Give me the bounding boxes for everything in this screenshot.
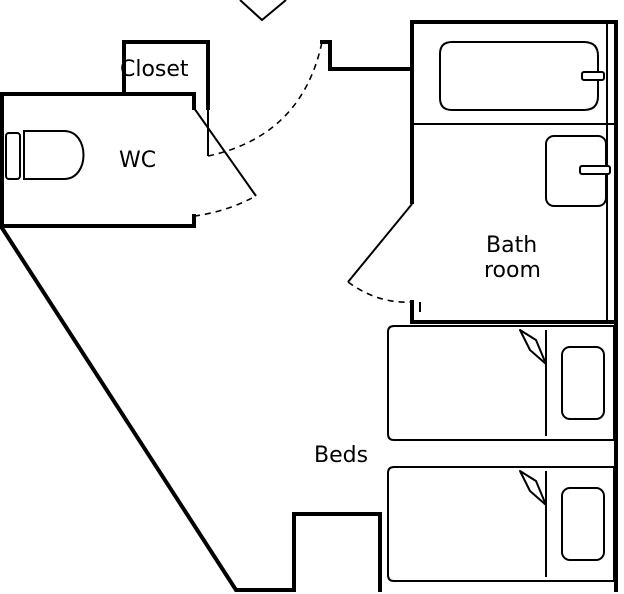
wc-wall bbox=[0, 92, 196, 228]
bath-door-leaf bbox=[347, 203, 413, 283]
pillow-icon bbox=[561, 346, 605, 420]
door-swing-icon bbox=[347, 281, 413, 303]
beds-label: Beds bbox=[314, 443, 368, 468]
sheet-fold-icon bbox=[519, 329, 547, 365]
wc-door-leaf bbox=[193, 107, 257, 197]
bathroom-bottom-wall bbox=[410, 300, 618, 324]
closet-wall bbox=[122, 40, 210, 110]
sink-icon bbox=[545, 135, 611, 207]
pillow-icon bbox=[561, 487, 605, 561]
door-swing-icon bbox=[193, 195, 257, 217]
sheet-fold-icon bbox=[519, 470, 547, 506]
entry-wall bbox=[320, 40, 414, 71]
bed-icon bbox=[387, 466, 615, 582]
bathroom-wall bbox=[410, 20, 618, 592]
entry-arrow-icon bbox=[239, 0, 287, 21]
bathtub-icon bbox=[439, 41, 605, 111]
bathroom-label-line2: room bbox=[484, 258, 541, 283]
door-swing-icon bbox=[207, 41, 323, 157]
wc-label: WC bbox=[119, 148, 156, 173]
bed-icon bbox=[387, 325, 615, 441]
outer-wall-slanted bbox=[0, 225, 382, 592]
closet-label: Closet bbox=[120, 57, 189, 82]
bathroom-label-line1: Bath bbox=[486, 233, 537, 258]
toilet-icon bbox=[5, 130, 85, 180]
